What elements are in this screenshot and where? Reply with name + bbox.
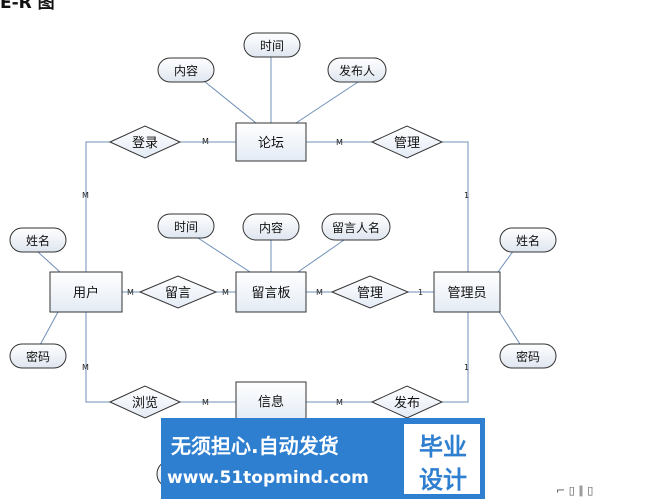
entity-info: 信息 [235, 381, 307, 421]
relationship-publish-label: 发布 [394, 395, 420, 411]
cardinality-manage-admin-2: 1 [418, 288, 423, 297]
attribute-forum-time: 时间 [243, 32, 301, 58]
svg-text:密码: 密码 [516, 349, 540, 364]
entity-admin: 管理员 [433, 271, 501, 313]
relationship-leave-message-label: 留言 [165, 286, 191, 301]
attribute-admin-password: 密码 [499, 343, 557, 369]
banner-logo-box: 毕业 设计 [404, 424, 480, 494]
entity-user-label: 用户 [73, 285, 99, 301]
attribute-board-content: 内容 [242, 213, 300, 241]
cardinality-forum-manage: M [336, 138, 343, 147]
cardinality-user-browse: M [82, 363, 89, 372]
svg-text:发布人: 发布人 [339, 63, 375, 78]
attribute-board-author: 留言人名 [321, 213, 391, 241]
attribute-user-password: 密码 [9, 343, 67, 369]
banner-left: 无须担心.自动发货 www.51topmind.com [161, 418, 401, 499]
attribute-board-time: 时间 [157, 213, 215, 239]
relationship-leave-message: 留言 [138, 275, 218, 309]
relationship-manage-forum: 管理 [370, 125, 444, 159]
relationship-manage-board-label: 管理 [357, 286, 383, 301]
cardinality-leave-board: M [222, 288, 229, 297]
svg-text:姓名: 姓名 [516, 233, 540, 248]
watermark-banner[interactable]: 无须担心.自动发货 www.51topmind.com 毕业 设计 [161, 418, 485, 499]
entity-board-label: 留言板 [251, 286, 290, 301]
attribute-forum-content: 内容 [157, 57, 215, 83]
cardinality-board-manage: M [316, 288, 323, 297]
relationship-browse-label: 浏览 [132, 395, 158, 411]
entity-forum-label: 论坛 [258, 136, 284, 151]
svg-text:姓名: 姓名 [26, 233, 50, 248]
svg-text:留言人名: 留言人名 [332, 220, 380, 235]
banner-logo-line2: 设计 [419, 466, 467, 494]
svg-text:内容: 内容 [174, 63, 198, 78]
relationship-login-label: 登录 [132, 136, 158, 151]
relationship-login: 登录 [108, 125, 182, 159]
banner-logo-line1: 毕业 [419, 433, 467, 461]
cardinality-labels: M M 1 M M M M 1 M M M 1 [82, 137, 469, 407]
svg-text:内容: 内容 [259, 220, 283, 235]
relationship-manage-board: 管理 [330, 275, 410, 309]
banner-slogan: 无须担心.自动发货 [171, 434, 339, 458]
entity-info-label: 信息 [258, 394, 284, 410]
svg-text:时间: 时间 [174, 220, 198, 234]
entity-board: 留言板 [235, 271, 307, 313]
cardinality-manage-admin: 1 [464, 191, 469, 200]
relationship-browse: 浏览 [108, 385, 182, 419]
cardinality-user-leave: M [127, 288, 134, 297]
corner-edit-marks-icon: ⌐ ▯ ∥ ▯ [556, 484, 594, 497]
banner-url: www.51topmind.com [167, 468, 369, 488]
entity-user: 用户 [49, 271, 123, 313]
heading-partial: E-R 图 [0, 0, 55, 13]
entity-admin-label: 管理员 [447, 286, 486, 301]
entity-forum: 论坛 [235, 122, 307, 162]
svg-text:时间: 时间 [260, 39, 284, 53]
relationship-publish: 发布 [370, 385, 444, 419]
cardinality-publish-admin: 1 [464, 363, 469, 372]
cardinality-login-forum: M [202, 137, 209, 146]
cardinality-user-login: M [82, 191, 89, 200]
relationship-manage-forum-label: 管理 [394, 136, 420, 151]
cardinality-info-publish: M [336, 398, 343, 407]
attribute-user-name: 姓名 [9, 227, 67, 253]
svg-text:密码: 密码 [26, 349, 50, 364]
attribute-admin-name: 姓名 [499, 227, 557, 253]
attribute-forum-publisher: 发布人 [327, 57, 387, 83]
cardinality-browse-info: M [202, 398, 209, 407]
